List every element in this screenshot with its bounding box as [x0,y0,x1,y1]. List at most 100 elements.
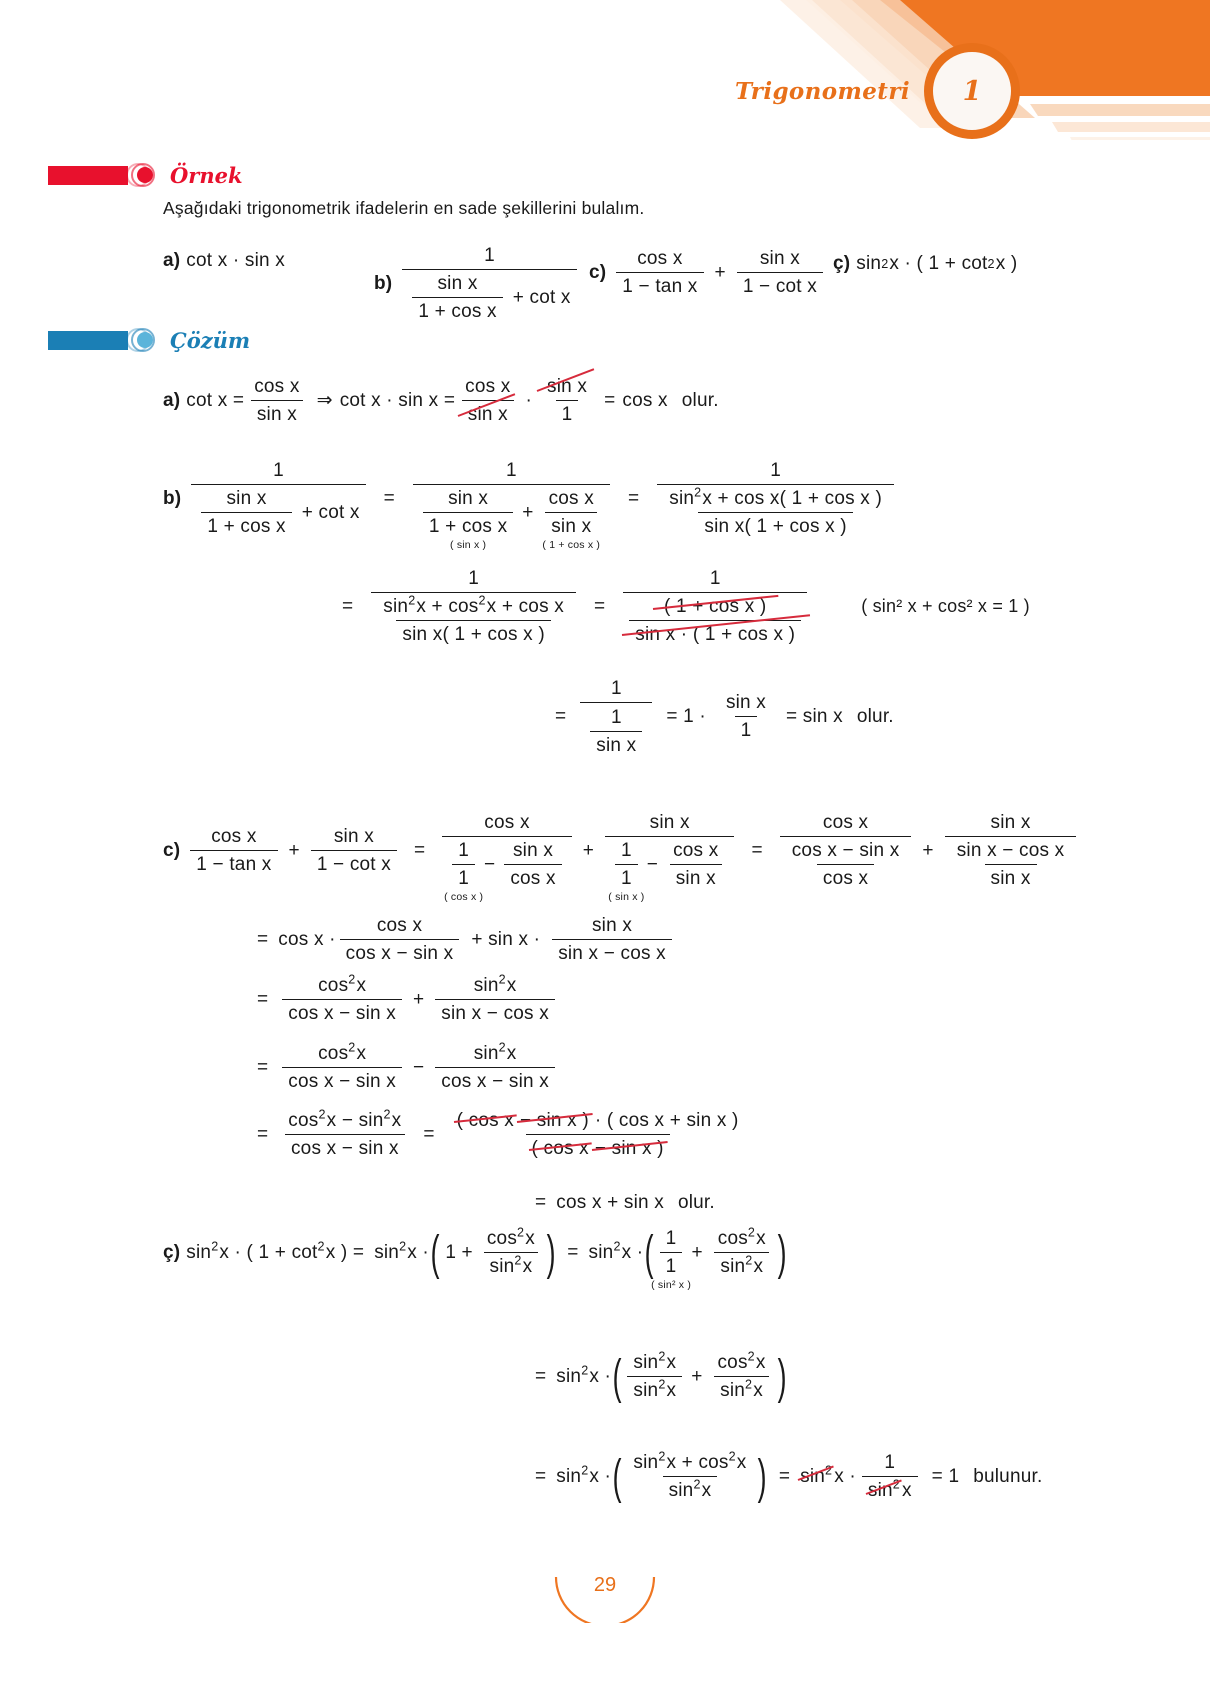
c-s2-t2-minus: − [646,853,659,875]
cc-s2-f1-num-pre: sin [633,1352,659,1373]
solution-c-s2-t2-num: sin x [649,812,690,833]
cc-s3-f-den-sup: 2 [693,1477,701,1492]
solution-b-s5-dnum-cancelled: ( 1 + cos x ) [658,596,772,620]
solution-b-label: b) [163,487,182,509]
solution-a-f3-num-cancelled: sin x [541,376,593,400]
cc-s3-s-pre: sin [800,1465,826,1487]
problem-c: c) cos x 1 − tan x + sin x 1 − cot x [589,248,827,298]
cc-s2-f2-num-post: x [755,1352,766,1373]
c-s2-t2-annot: ( sin x ) [608,890,645,903]
cc-f1-num-sup: 2 [517,1225,525,1240]
c-s7-f2-den: ( cos x− sin x ) [525,1133,670,1160]
solution-b-step6-frac: 1 1 sin x [580,678,653,757]
solution-b-s6-tail: olur. [856,706,894,728]
cc-paren-close-2: ) [777,1225,787,1280]
solution-b-identity-note: ( sin² x + cos² x = 1 ) [861,596,1030,617]
solution-b-s6-f-den: 1 [734,716,758,742]
cc-s2-f2: cos2x sin2x [711,1350,771,1402]
solution-b-step2: 1 sin x 1 + cos x ( sin x ) + cos x sin … [412,460,610,551]
header-unit-number: 1 [962,75,982,107]
cc-s3-paren-close: ) [758,1449,768,1504]
c-s5-f1: cos2x cos x − sin x [282,973,402,1025]
solution-c-s1-t1-num: cos x [211,825,257,847]
problem-b-inner-num: sin x [437,272,478,294]
cc-s3-s-sup: 2 [825,1463,833,1478]
cc-s2-f2-den-pre: sin [720,1379,746,1401]
c-s7-f2-num-r: · ( cos x + sin x ) [594,1110,739,1131]
c-s6-f1-num: cos2x [312,1040,372,1067]
c-s4-f2-den: sin x − cos x [552,938,672,965]
cc-s3-pre-group: sin2x · [556,1464,612,1488]
page-footer: 29 [0,1563,1210,1628]
solution-b-s3-dden: sin x( 1 + cos x ) [698,511,853,538]
problem-cc-label: ç) [833,253,851,274]
cc-f1-den-post: x [522,1255,533,1277]
solution-bar [48,330,128,350]
cc-s3-post: x · [589,1465,612,1487]
c-s6-f1: cos2x cos x − sin x [282,1040,402,1093]
cc-s2-sup: 2 [581,1363,589,1378]
solution-b-row2: = 1 sin2x + cos2x + cos x sin x( 1 + cos… [335,568,1030,646]
solution-b-step3: 1 sin2x + cos x( 1 + cos x ) sin x( 1 + … [657,460,894,538]
solution-b-s1-inner-num: sin x [226,487,267,509]
solution-b-s1-tail: + cot x [301,501,360,523]
cc-lhs-sup: 2 [211,1239,219,1254]
problem-c-plus: + [714,261,726,283]
page-number: 29 [593,1574,617,1596]
s3-sup: 2 [694,485,702,500]
solution-a-mid: cot x · sin x = [339,389,456,411]
solution-cc-row3: = sin2x · ( sin2x + cos2x sin2x ) = sin2… [528,1449,1042,1504]
c-s6-f2-post: x [506,1043,517,1064]
problem-c-term2: sin x 1 − cot x [736,248,823,298]
problem-c-t2-num: sin x [759,248,800,269]
solution-b-step4: 1 sin2x + cos2x + cos x sin x( 1 + cos x… [371,568,576,646]
cc-g2-num-post: x [756,1228,766,1249]
c-s6-f2-num: sin2x [468,1040,523,1067]
c-s7-eq: = [257,1123,269,1145]
cc-s3-f-num: sin2x + cos2x [627,1450,752,1476]
cc-g2: cos2x sin2x [712,1226,772,1278]
cc-s3-g-den-pre: sin [867,1479,893,1501]
cc-lhs-end: x ) = [325,1241,365,1263]
cc-s3-paren-open: ( [612,1449,622,1504]
c-s2-t2-b-den: sin x [669,863,722,890]
solution-b-eq3: = [342,595,354,617]
c-s7-f2-num-m-cancelled: − sin x ) [520,1110,589,1131]
c-s7-f1-sup1: 2 [318,1107,326,1122]
solution-b-row3: = 1 1 sin x = 1 · sin x 1 = sin x olur. [548,678,894,757]
cc-lhs-pre: sin [186,1241,212,1263]
cc-s3-eq: = [535,1465,547,1487]
cc-s3-f-den-post: x [701,1479,712,1501]
c-s7-eq2: = [423,1123,435,1145]
cc-g1: 1 1 ( sin² x ) [651,1228,691,1291]
c-s5-eq: = [257,988,269,1010]
s4-pre: sin [383,595,409,617]
c-s6-f1-post: x [356,1043,367,1064]
c-s5-f1-post: x [356,975,367,996]
cc-r2-pre: sin [588,1241,614,1263]
problem-b-inner-fraction: sin x 1 + cos x [412,272,503,323]
cc-eq2: = [567,1241,579,1263]
cc-s2-eq: = [535,1365,547,1387]
cc-g2-den-pre: sin [720,1255,746,1277]
solution-c-row1: c) cos x 1 − tan x + sin x 1 − cot x = c… [163,812,1080,903]
c-s6-f2-sup: 2 [498,1040,506,1055]
solution-c-s3-t2: sin x sin x − cos x sin x [944,812,1077,890]
header-unit-badge: 1 [924,43,1020,139]
solution-b-s2-t1-num: sin x [448,487,489,509]
cc-paren-open-2: ( [645,1225,654,1280]
solution-a-label: a) [163,389,181,411]
c-s8-result: cos x + sin x [556,1192,664,1213]
c-s2-t1-minus: − [484,853,496,875]
solution-label: Çözüm [170,327,251,353]
c-s2-t2-a-den: 1 [615,863,638,890]
c-s5-f1-num: cos2x [312,973,372,999]
solution-b-row1: b) 1 sin x 1 + cos x + cot x = 1 sin x 1… [163,460,898,551]
solution-a-f2-num: cos x [465,376,511,397]
c-s5-f1-den: cos x − sin x [282,998,402,1025]
c-s6-f1-sup: 2 [348,1040,356,1055]
c-s4-f1: cos x cos x − sin x [339,915,460,965]
c-s4-plus: + sin x · [471,928,541,950]
